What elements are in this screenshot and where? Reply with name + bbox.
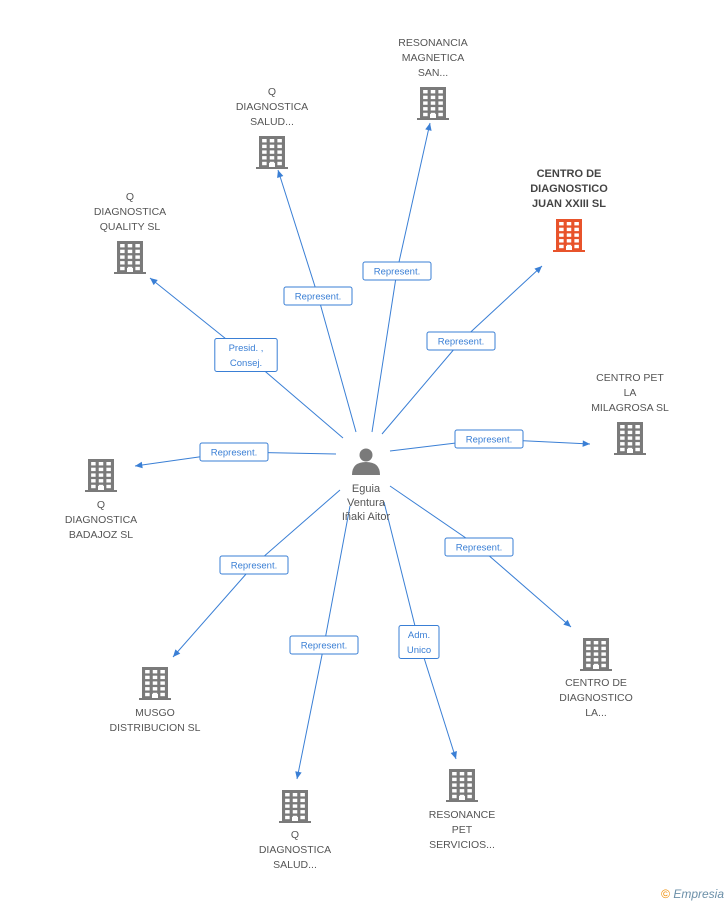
- company-name-line: BADAJOZ SL: [69, 529, 133, 541]
- company-name-line: RESONANCE: [429, 809, 496, 821]
- building-icon[interactable]: [446, 769, 478, 802]
- company-name-line: DIAGNOSTICA: [259, 844, 331, 856]
- company-name-line: QUALITY SL: [100, 221, 161, 233]
- edge-label-text: Presid. ,: [229, 343, 264, 354]
- building-icon[interactable]: [614, 422, 646, 455]
- edge-label-text: Represent.: [295, 292, 341, 303]
- company-node-q_diagnostica_salud_top[interactable]: Q DIAGNOSTICA SALUD...: [236, 86, 308, 169]
- company-name-line: MILAGROSA SL: [591, 402, 669, 414]
- building-icon[interactable]: [553, 219, 585, 252]
- arrowhead-icon: [425, 123, 432, 131]
- arrowhead-icon: [150, 278, 158, 286]
- company-node-q_diagnostica_quality[interactable]: Q DIAGNOSTICA QUALITY SL: [94, 191, 166, 274]
- company-node-musgo_distribucion[interactable]: MUSGO DISTRIBUCION SL: [109, 667, 201, 734]
- arrowhead-icon: [277, 170, 284, 178]
- company-name-line: JUAN XXIII SL: [532, 198, 606, 210]
- arrowhead-icon: [295, 771, 302, 779]
- edge-label-text: Consej.: [230, 358, 262, 369]
- nodes-layer: RESONANCIA MAGNETICA SAN... Q DIAGNOSTICA SAL…: [65, 37, 669, 871]
- edge-labels-layer: Represent. Represent. Represent. Presid. , C…: [199, 261, 524, 659]
- brand-name: Empresia: [673, 887, 724, 901]
- building-icon[interactable]: [256, 136, 288, 169]
- edge-label-q_diagnostica_quality[interactable]: Presid. , Consej.: [214, 338, 278, 372]
- edge-label-text: Represent.: [211, 448, 257, 459]
- company-name-line: Q: [126, 191, 134, 203]
- person-icon[interactable]: [352, 448, 380, 476]
- company-name-line: MAGNETICA: [402, 52, 464, 64]
- edge-label-q_diagnostica_salud_bottom[interactable]: Represent.: [289, 635, 359, 655]
- company-name-line: DIAGNOSTICA: [94, 206, 166, 218]
- person-name-line: Eguia: [352, 483, 381, 495]
- arrowhead-icon: [582, 440, 590, 447]
- building-icon[interactable]: [279, 790, 311, 823]
- company-name-line: CENTRO DE: [537, 168, 602, 180]
- company-name-line: CENTRO DE: [565, 677, 627, 689]
- company-name-line: Q: [268, 86, 276, 98]
- company-node-centro_pet_milagrosa[interactable]: CENTRO PET LA MILAGROSA SL: [591, 372, 669, 455]
- company-name-line: RESONANCIA: [398, 37, 467, 49]
- company-name-line: SALUD...: [273, 859, 317, 871]
- company-node-centro_diagnostico_juan[interactable]: CENTRO DE DIAGNOSTICO JUAN XXIII SL: [530, 168, 608, 252]
- company-name-line: DIAGNOSTICO: [530, 183, 608, 195]
- company-name-line: DIAGNOSTICA: [236, 101, 308, 113]
- edge-label-q_diagnostica_badajoz[interactable]: Represent.: [199, 442, 269, 462]
- company-node-resonance_pet[interactable]: RESONANCE PET SERVICIOS...: [429, 769, 496, 851]
- person-name-line: Iñaki Aitor: [342, 511, 391, 523]
- edge-label-centro_diagnostico_la[interactable]: Represent.: [444, 537, 514, 557]
- arrowhead-icon: [563, 619, 571, 627]
- edge-label-resonance_pet[interactable]: Adm. Unico: [398, 625, 440, 659]
- arrowhead-icon: [135, 461, 143, 469]
- company-node-q_diagnostica_salud_bottom[interactable]: Q DIAGNOSTICA SALUD...: [259, 790, 331, 871]
- building-icon[interactable]: [417, 87, 449, 120]
- edge-label-q_diagnostica_salud_top[interactable]: Represent.: [283, 286, 353, 306]
- edge-label-text: Represent.: [231, 561, 277, 572]
- company-name-line: LA...: [585, 707, 607, 719]
- company-name-line: CENTRO PET: [596, 372, 664, 384]
- edge-label-text: Represent.: [438, 337, 484, 348]
- building-icon[interactable]: [580, 638, 612, 671]
- edge-label-resonancia_magnetica[interactable]: Represent.: [362, 261, 432, 281]
- edge-label-text: Represent.: [301, 641, 347, 652]
- edge-label-centro_diagnostico_juan[interactable]: Represent.: [426, 331, 496, 351]
- company-name-line: DIAGNOSTICO: [559, 692, 633, 704]
- company-name-line: PET: [452, 824, 473, 836]
- arrowhead-icon: [534, 266, 542, 274]
- company-name-line: SERVICIOS...: [429, 839, 495, 851]
- company-name-line: SALUD...: [250, 116, 294, 128]
- building-icon[interactable]: [85, 459, 117, 492]
- company-name-line: MUSGO: [135, 707, 175, 719]
- copyright-symbol: ©: [661, 887, 670, 901]
- edge-label-text: Unico: [407, 645, 431, 656]
- person-name-line: Ventura: [347, 497, 386, 509]
- building-icon[interactable]: [139, 667, 171, 700]
- company-name-line: DISTRIBUCION SL: [109, 722, 200, 734]
- company-name-line: LA: [624, 387, 637, 399]
- edge-label-text: Represent.: [466, 435, 512, 446]
- company-name-line: DIAGNOSTICA: [65, 514, 137, 526]
- company-node-q_diagnostica_badajoz[interactable]: Q DIAGNOSTICA BADAJOZ SL: [65, 459, 137, 541]
- company-name-line: Q: [291, 829, 299, 841]
- arrowhead-icon: [450, 751, 457, 759]
- edge-label-text: Represent.: [456, 543, 502, 554]
- arrowhead-icon: [173, 649, 181, 657]
- brand-watermark: © Empresia: [661, 887, 724, 901]
- edge-label-text: Represent.: [374, 267, 420, 278]
- company-name-line: SAN...: [418, 67, 448, 79]
- edge-label-musgo_distribucion[interactable]: Represent.: [219, 555, 289, 575]
- building-icon[interactable]: [114, 241, 146, 274]
- company-name-line: Q: [97, 499, 105, 511]
- company-node-resonancia_magnetica[interactable]: RESONANCIA MAGNETICA SAN...: [398, 37, 468, 120]
- edge-label-centro_pet_milagrosa[interactable]: Represent.: [454, 429, 524, 449]
- edge-label-text: Adm.: [408, 630, 430, 641]
- company-node-centro_diagnostico_la[interactable]: CENTRO DE DIAGNOSTICO LA...: [559, 638, 633, 719]
